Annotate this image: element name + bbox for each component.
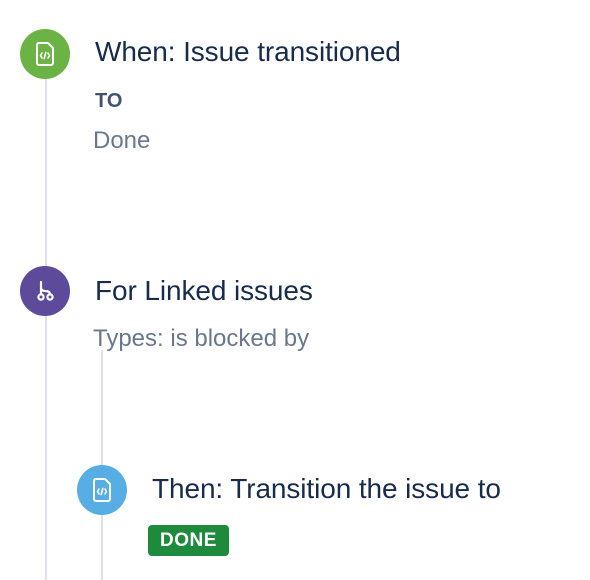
branch-title[interactable]: For Linked issues (95, 275, 313, 306)
action-title[interactable]: Then: Transition the issue to (152, 473, 501, 504)
action-node[interactable] (77, 465, 127, 515)
trigger-field-value: Done (93, 127, 151, 154)
branch-node[interactable] (20, 266, 70, 316)
rule-flow-line (45, 70, 47, 580)
branch-icon (37, 280, 54, 301)
trigger-node[interactable] (20, 29, 70, 79)
branch-subtitle: Types: is blocked by (93, 325, 310, 352)
status-lozenge: DONE (148, 525, 229, 556)
rule-document-icon (36, 42, 54, 66)
rule-document-icon (93, 478, 111, 502)
trigger-title[interactable]: When: Issue transitioned (95, 36, 401, 67)
trigger-field-label: TO (95, 90, 123, 112)
